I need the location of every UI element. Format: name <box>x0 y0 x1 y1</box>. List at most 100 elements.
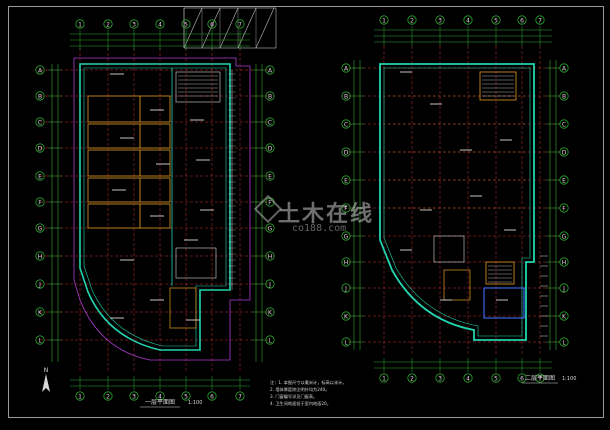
watermark: 土木在线 co188.com <box>253 194 408 248</box>
right-axis-bubble-number-label: 7 <box>538 18 542 25</box>
left-axis-bubble-letter-label: J <box>38 282 41 289</box>
right-axis-bubble-letter-label: A <box>562 66 567 73</box>
right-axis-bubble-number: 7 <box>535 373 545 383</box>
left-axis-bubble-number-circle <box>129 19 139 29</box>
left-room <box>139 123 171 149</box>
left-axis-bubble-number-circle <box>207 19 217 29</box>
left-axis-bubble-letter-label: D <box>268 146 273 153</box>
general-note-line: 3. 门窗编号详见门窗表。 <box>270 393 317 400</box>
left-axis-bubble-number-circle <box>181 391 191 401</box>
right-axis-bubble-number-label: 2 <box>410 376 414 383</box>
left-axis-bubble-letter: L <box>265 335 275 345</box>
right-axis-bubble-letter: D <box>559 147 569 157</box>
left-axis-bubble-number: 7 <box>235 391 245 401</box>
right-axis-bubble-letter-label: C <box>344 122 348 129</box>
right-axis-bubble-number-circle <box>517 15 527 25</box>
left-axis-bubble-letter-circle <box>35 335 45 345</box>
right-axis-bubble-letter-circle <box>559 311 569 321</box>
left-axis-bubble-letter-label: A <box>268 68 273 75</box>
left-axis-bubble-number-circle <box>75 19 85 29</box>
left-axis-bubble-letter-circle <box>35 251 45 261</box>
right-axis-bubble-letter-label: L <box>344 340 348 347</box>
north-arrow-head <box>42 374 50 392</box>
right-axis-bubble-letter-label: D <box>562 150 567 157</box>
left-axis-bubble-number-label: 7 <box>238 22 242 29</box>
right-axis-bubble-letter: C <box>559 119 569 129</box>
right-plan-scale: 1:100 <box>562 376 576 382</box>
left-axis-bubble-letter-label: G <box>38 226 43 233</box>
left-axis-bubble-letter-label: F <box>268 200 272 207</box>
right-axis-bubble-number-circle <box>463 373 473 383</box>
left-axis-bubble-letter-circle <box>35 143 45 153</box>
hatch-outline <box>183 7 277 49</box>
right-axis-bubble-number: 2 <box>407 15 417 25</box>
left-axis-bubble-letter: C <box>35 117 45 127</box>
right-axis-bubble-letter: L <box>341 337 351 347</box>
hatch-line <box>237 7 257 49</box>
left-axis-bubble-number-label: 6 <box>210 22 214 29</box>
left-axis-bubble-number-label: 1 <box>78 22 82 29</box>
right-axis-bubble-letter-circle <box>559 63 569 73</box>
right-axis-bubble-letter: H <box>341 257 351 267</box>
right-axis-bubble-letter-label: A <box>344 66 349 73</box>
left-axis-bubble-number: 7 <box>235 19 245 29</box>
left-axis-bubble-letter: E <box>35 171 45 181</box>
general-notes: 注：1. 本图尺寸以毫米计，标高以米计。2. 墙体厚度除注明外均为240。3. … <box>270 379 347 407</box>
right-axis-bubble-letter: E <box>559 175 569 185</box>
left-axis-bubble-letter-circle <box>265 279 275 289</box>
general-note-line: 2. 墙体厚度除注明外均为240。 <box>270 386 329 393</box>
left-axis-bubble-number-circle <box>155 391 165 401</box>
right-axis-bubble-number-circle <box>379 373 389 383</box>
left-axis-bubble-number-label: 3 <box>132 394 136 401</box>
right-axis-bubble-letter-circle <box>559 203 569 213</box>
left-room <box>139 177 171 203</box>
north-label: N <box>44 367 49 374</box>
roof-hatch-detail <box>183 7 277 49</box>
left-axis-bubble-number: 4 <box>155 19 165 29</box>
left-axis-bubble-letter-label: C <box>38 120 42 127</box>
right-toilet <box>483 287 525 319</box>
left-room <box>87 203 141 229</box>
right-axis-bubble-number-circle <box>491 373 501 383</box>
left-axis-bubble-number: 3 <box>129 19 139 29</box>
left-axis-bubble-number: 2 <box>103 19 113 29</box>
left-plan-scale: 1:100 <box>188 400 202 406</box>
left-room <box>87 95 141 123</box>
right-axis-bubble-letter-label: H <box>562 260 567 267</box>
left-axis-bubble-number-label: 4 <box>158 394 162 401</box>
right-axis-bubble-number-label: 7 <box>538 376 542 383</box>
right-axis-bubble-letter-circle <box>559 91 569 101</box>
right-axis-bubble-number-circle <box>435 15 445 25</box>
right-axis-bubble-letter-circle <box>559 119 569 129</box>
right-axis-bubble-letter-circle <box>559 283 569 293</box>
left-axis-bubble-number-label: 4 <box>158 22 162 29</box>
left-axis-bubble-letter: E <box>265 171 275 181</box>
left-axis-bubble-number-label: 3 <box>132 22 136 29</box>
right-axis-bubble-letter-circle <box>341 283 351 293</box>
right-axis-bubble-letter-label: B <box>344 94 348 101</box>
left-axis-bubble-number-circle <box>75 391 85 401</box>
right-axis-bubble-letter-label: J <box>344 286 347 293</box>
left-axis-bubble-letter-circle <box>265 335 275 345</box>
right-stair-2 <box>485 261 515 285</box>
right-axis-bubble-number-label: 5 <box>494 18 498 25</box>
right-axis-bubble-letter-circle <box>559 337 569 347</box>
right-axis-bubble-number: 3 <box>435 15 445 25</box>
right-axis-bubble-letter-circle <box>341 311 351 321</box>
left-axis-bubble-letter-label: L <box>38 338 42 345</box>
left-axis-bubble-letter-label: E <box>268 174 272 181</box>
right-axis-bubble-number: 3 <box>435 373 445 383</box>
right-plan-caption: 二层平面图 <box>525 375 555 382</box>
right-axis-bubble-letter-label: L <box>562 340 566 347</box>
right-axis-bubble-letter: F <box>341 203 351 213</box>
left-axis-bubble-letter: A <box>265 65 275 75</box>
right-axis-bubble-letter-circle <box>341 175 351 185</box>
right-axis-bubble-number-label: 6 <box>520 376 524 383</box>
left-axis-bubble-letter: B <box>265 91 275 101</box>
left-axis-bubble-letter-label: F <box>38 200 42 207</box>
hatch-line <box>255 7 275 49</box>
right-axis-bubble-number: 6 <box>517 373 527 383</box>
right-axis-bubble-letter: K <box>559 311 569 321</box>
right-axis-bubble-number: 1 <box>379 373 389 383</box>
